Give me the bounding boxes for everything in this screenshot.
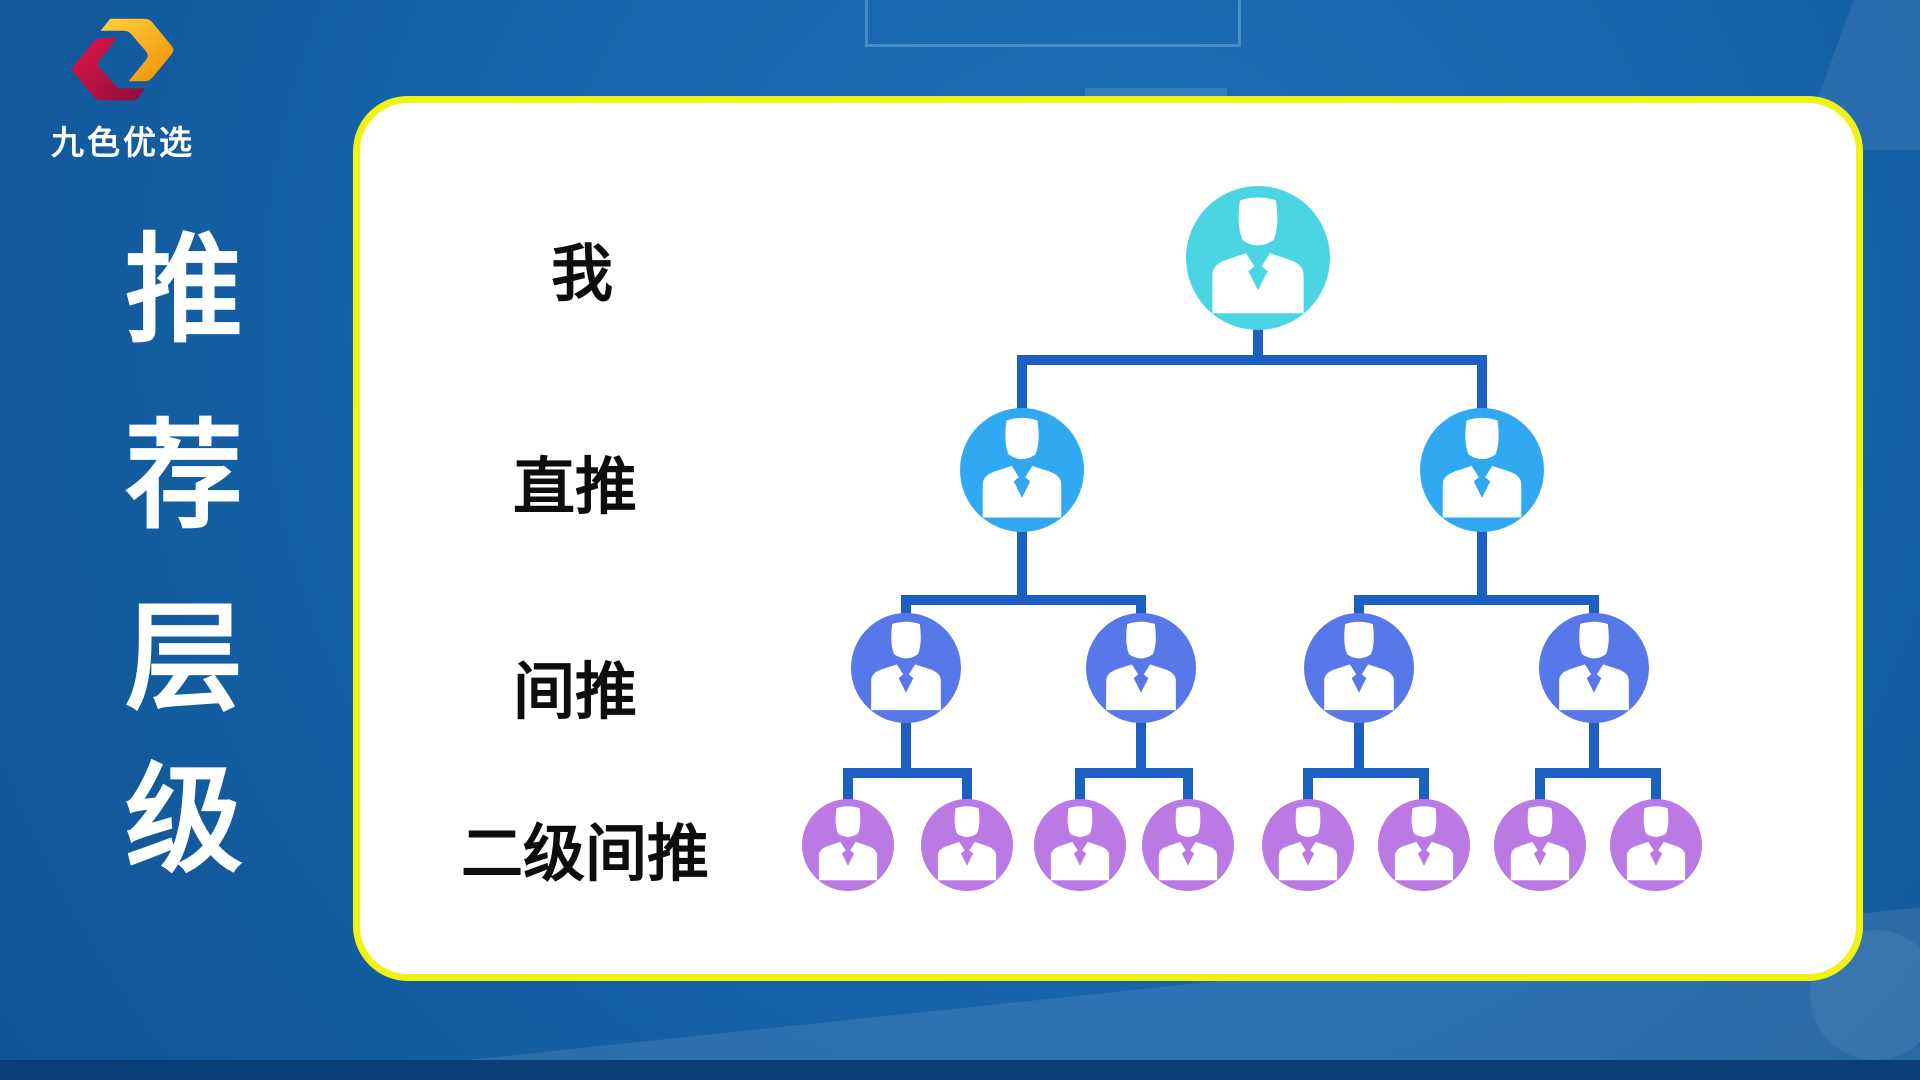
logo-orange-chevron xyxy=(100,18,174,82)
person-node-level-3-2 xyxy=(1086,613,1196,723)
title-char-4: 级 xyxy=(124,751,244,889)
background-rectangle-outline xyxy=(865,0,1241,47)
person-node-level-2-1 xyxy=(960,408,1084,532)
person-node-level-4-3 xyxy=(1034,799,1126,891)
brand-name: 九色优选 xyxy=(51,124,195,161)
person-node-level-4-7 xyxy=(1494,799,1586,891)
person-node-level-3-3 xyxy=(1304,613,1414,723)
connector-level-3-to-4 xyxy=(843,720,1661,802)
person-node-level-4-4 xyxy=(1142,799,1234,891)
person-node-level-3-1 xyxy=(851,613,961,723)
tree-connectors xyxy=(843,327,1661,802)
title-char-3: 层 xyxy=(124,589,244,727)
connector-level-1-to-2 xyxy=(1017,327,1487,411)
person-node-level-4-2 xyxy=(921,799,1013,891)
person-node-level-4-6 xyxy=(1378,799,1470,891)
connector-level-2-to-3 xyxy=(901,529,1599,616)
title-char-1: 推 xyxy=(124,221,244,359)
person-node-level-4-1 xyxy=(802,799,894,891)
person-node-level-4-5 xyxy=(1262,799,1354,891)
bottom-dark-strip xyxy=(0,1060,1920,1080)
row-label-level-1: 我 xyxy=(550,237,614,310)
person-node-level-3-4 xyxy=(1539,613,1649,723)
logo-red-chevron xyxy=(72,38,146,101)
person-node-level-4-8 xyxy=(1610,799,1702,891)
brand-logo-icon xyxy=(72,18,174,101)
diagram-panel: 我直推间推二级间推 xyxy=(360,103,1856,974)
title-char-2: 荐 xyxy=(124,407,244,545)
row-label-level-3: 间推 xyxy=(512,655,638,728)
person-node-level-1-1 xyxy=(1186,186,1330,330)
person-node-level-2-2 xyxy=(1420,408,1544,532)
brand-logo: 九色优选 xyxy=(38,14,208,164)
row-label-level-2: 直推 xyxy=(512,450,638,523)
row-label-level-4: 二级间推 xyxy=(460,817,710,890)
referral-tree-diagram xyxy=(802,186,1702,891)
